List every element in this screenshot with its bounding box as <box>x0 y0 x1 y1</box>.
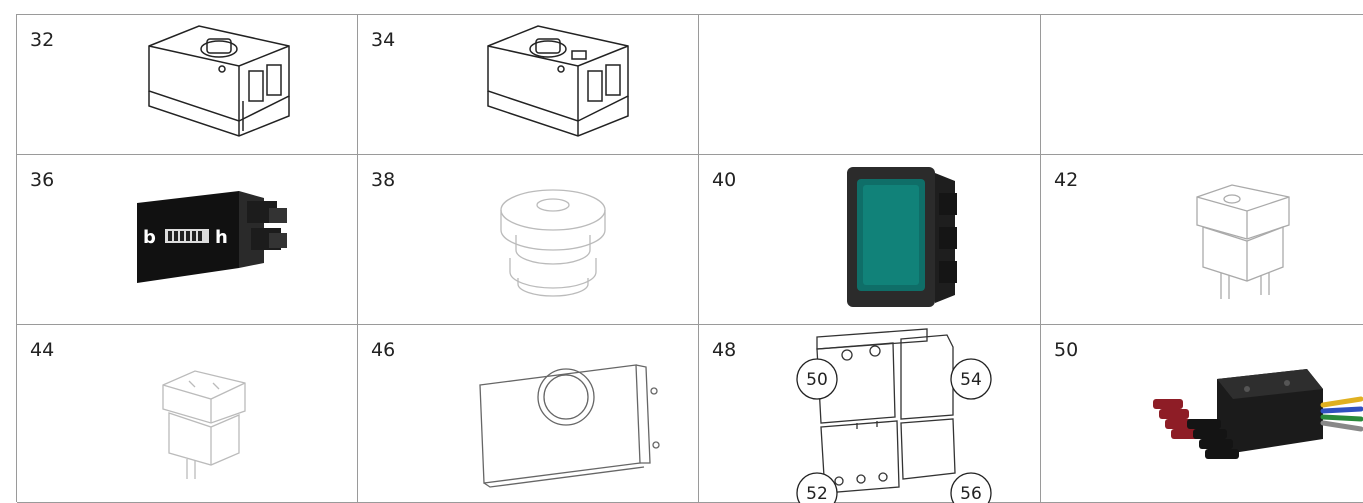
empty-cell <box>699 15 1041 155</box>
relay-module-icon <box>148 25 290 137</box>
relay-module-icon <box>487 25 629 137</box>
svg-text:h: h <box>215 227 228 248</box>
part-number: 44 <box>30 339 55 361</box>
part-number: 38 <box>371 169 396 191</box>
hour-meter-icon: b h <box>137 191 287 283</box>
part-cell-44: 44 <box>17 325 358 503</box>
parts-grid: 32 34 <box>16 14 1363 503</box>
part-number: 36 <box>30 169 55 191</box>
part-number: 40 <box>712 169 737 191</box>
part-cell-32: 32 <box>17 15 358 155</box>
connector-plug-icon <box>1153 369 1363 459</box>
part-cell-50: 50 <box>1041 325 1363 503</box>
callout-54 <box>950 358 992 400</box>
part-number: 50 <box>1054 339 1079 361</box>
indicator-lamp-icon <box>847 167 957 307</box>
part-cell-34: 34 <box>358 15 699 155</box>
empty-cell <box>1041 15 1363 155</box>
rocker-switch-icon <box>1196 184 1290 299</box>
part-cell-46: 46 <box>358 325 699 503</box>
callout-50 <box>796 358 838 400</box>
part-number: 32 <box>30 29 55 51</box>
part-cell-36: 36 b h <box>17 155 358 325</box>
part-cell-42: 42 <box>1041 155 1363 325</box>
callout-56 <box>950 472 992 503</box>
callout-label: 50 <box>806 370 828 390</box>
part-number: 42 <box>1054 169 1079 191</box>
callout-label: 52 <box>806 484 828 503</box>
cable-grommet-icon <box>500 189 606 297</box>
part-cell-40: 40 <box>699 155 1041 325</box>
rocker-switch-double-icon <box>162 370 246 479</box>
callout-52 <box>796 472 838 503</box>
part-number: 48 <box>712 339 737 361</box>
part-number: 34 <box>371 29 396 51</box>
terminal-block-assembly-icon: 50 54 52 56 <box>796 328 992 503</box>
part-cell-38: 38 <box>358 155 699 325</box>
part-number: 46 <box>371 339 396 361</box>
svg-text:b: b <box>143 227 156 248</box>
mounting-plate-icon <box>479 364 660 488</box>
callout-label: 56 <box>960 484 982 503</box>
part-cell-48: 48 50 54 52 56 <box>699 325 1041 503</box>
callout-label: 54 <box>960 370 982 390</box>
